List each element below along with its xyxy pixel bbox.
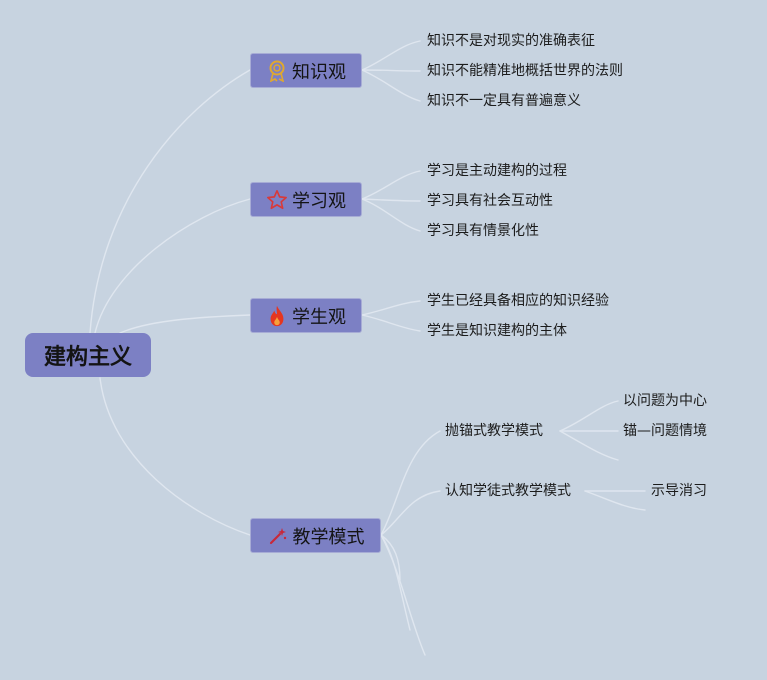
category-label: 学生观 — [292, 306, 346, 328]
flame-icon — [266, 305, 288, 327]
leaf-node[interactable]: 学生已经具备相应的知识经验 — [427, 293, 609, 309]
category-knowledge-view[interactable]: 知识观 — [250, 53, 362, 88]
leaf-node[interactable]: 知识不一定具有普遍意义 — [427, 93, 581, 109]
category-teaching-model[interactable]: 教学模式 — [250, 518, 381, 553]
root-node-label: 建构主义 — [43, 345, 132, 370]
wand-sparkle-icon — [267, 525, 289, 547]
leaf-node[interactable]: 学生是知识建构的主体 — [427, 323, 567, 339]
leaf-node[interactable]: 学习具有社会互动性 — [427, 193, 553, 209]
leaf-node[interactable]: 知识不能精准地概括世界的法则 — [427, 63, 623, 79]
subbranch-node[interactable]: 认知学徒式教学模式 — [445, 483, 571, 499]
star-outline-icon — [266, 189, 288, 211]
category-label: 教学模式 — [292, 526, 365, 548]
leaf-node[interactable]: 学习是主动建构的过程 — [427, 163, 567, 179]
category-learning-view[interactable]: 学习观 — [250, 182, 362, 217]
award-ribbon-icon — [266, 60, 288, 82]
root-node[interactable]: 建构主义 — [25, 333, 151, 377]
category-student-view[interactable]: 学生观 — [250, 298, 362, 333]
leaf-node[interactable]: 锚—问题情境 — [623, 423, 707, 439]
category-label: 知识观 — [292, 61, 346, 83]
category-label: 学习观 — [292, 190, 346, 212]
leaf-node[interactable]: 学习具有情景化性 — [427, 223, 539, 239]
leaf-node[interactable]: 知识不是对现实的准确表征 — [427, 33, 595, 49]
leaf-node[interactable]: 示导消习 — [651, 483, 707, 499]
leaf-node[interactable]: 以问题为中心 — [623, 393, 707, 409]
subbranch-node[interactable]: 抛锚式教学模式 — [445, 423, 543, 439]
